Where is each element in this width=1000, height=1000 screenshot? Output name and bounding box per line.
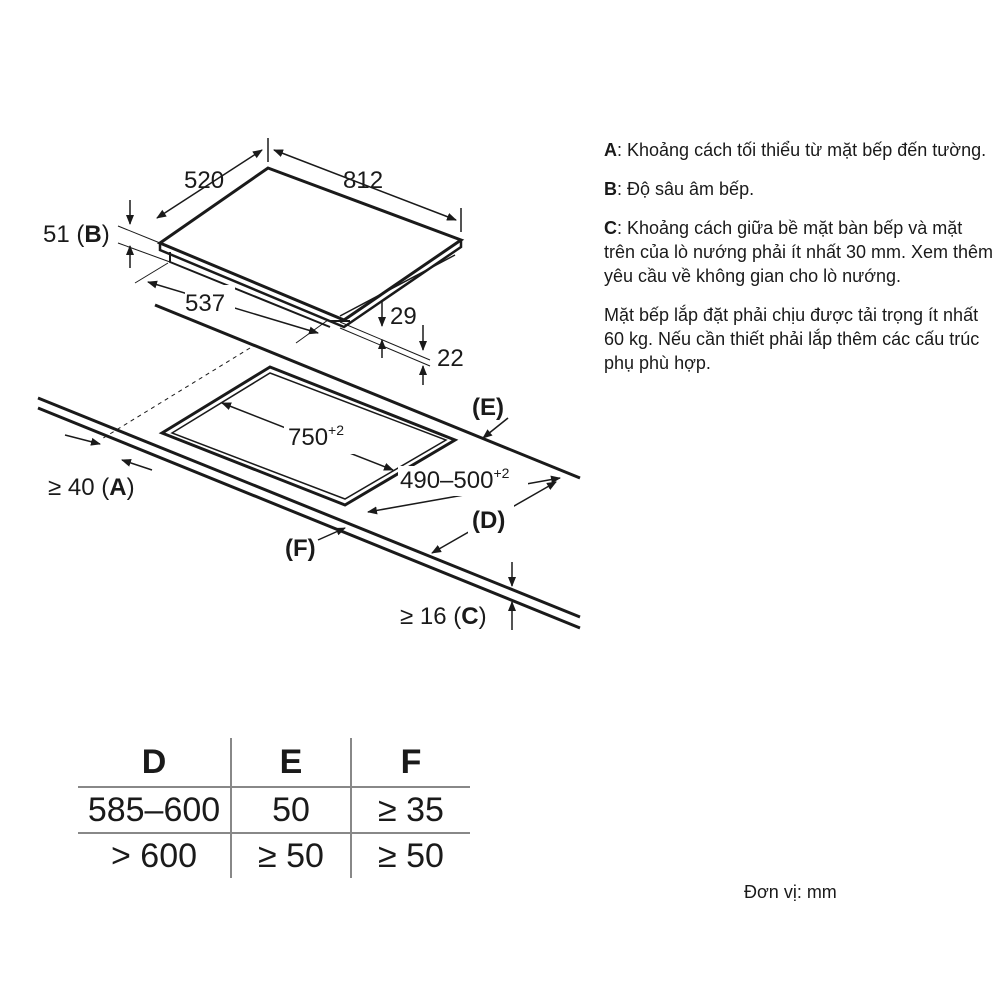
notes-panel: A: Khoảng cách tối thiểu từ mặt bếp đến … [604,138,994,390]
countertop-front-edge-lower [37,406,581,630]
dim-22-label: 22 [437,345,464,372]
table-cell: > 600 [78,833,232,878]
note-a: A: Khoảng cách tối thiểu từ mặt bếp đến … [604,140,987,160]
dim-40-label: ≥ 40 (A) [48,474,135,501]
note-load: Mặt bếp lắp đặt phải chịu được tải trọng… [604,305,980,373]
dim-f: (F) [285,527,346,562]
dim-16-label: ≥ 16 (C) [400,603,487,630]
table-cell: 50 [231,787,352,834]
hob-top-edge [158,240,463,329]
table-cell: ≥ 50 [378,836,444,875]
table-cell: ≥ 35 [351,787,470,834]
dim-520: 520 [156,138,269,219]
dim-16-c: ≥ 16 (C) [400,562,516,630]
dim-750: 750+2 [221,402,394,471]
dim-f-label: (F) [285,535,316,562]
header-f: F [351,738,470,788]
unit-label: Đơn vị: mm [744,882,837,902]
dim-520-label: 520 [184,167,224,194]
dim-812: 812 [273,149,462,232]
dim-750-label: 750+2 [288,422,344,451]
header-e: E [231,738,352,788]
spec-table: D E F 585–600 50 ≥ 35 > 600 ≥ 50 ≥ 50 [78,738,470,878]
dim-490-500-label: 490–500+2 [400,465,510,494]
dim-e: (E) [472,394,509,439]
table-header-row: D E F [78,738,470,788]
hob-body-right [339,254,456,317]
note-c: C: Khoảng cách giữa bề mặt bàn bếp và mặ… [604,218,994,286]
dim-d: (D) [431,481,557,554]
table-cell: 585–600 [78,787,232,834]
table-row: > 600 ≥ 50 ≥ 50 [78,833,470,878]
dim-51-b: 51 (B) [43,200,171,268]
wall-reference-line [99,347,251,441]
header-d: D [78,738,232,788]
dim-40-a: ≥ 40 (A) [48,434,153,501]
cutout-inner [170,372,448,500]
countertop-front-edge [37,396,581,619]
dim-29-label: 29 [390,303,417,330]
countertop-back-edge [154,303,581,480]
dim-537: 537 [134,262,329,344]
dim-537-label: 537 [185,290,225,317]
dim-d-label: (D) [472,507,505,534]
dim-29-22: 29 22 [339,300,464,385]
note-b: B: Độ sâu âm bếp. [604,179,755,199]
table-cell: ≥ 50 [231,833,352,878]
table-row: 585–600 50 ≥ 35 [78,787,470,834]
dim-e-label: (E) [472,394,504,421]
dim-812-label: 812 [343,167,383,194]
dim-51-label: 51 (B) [43,221,110,248]
